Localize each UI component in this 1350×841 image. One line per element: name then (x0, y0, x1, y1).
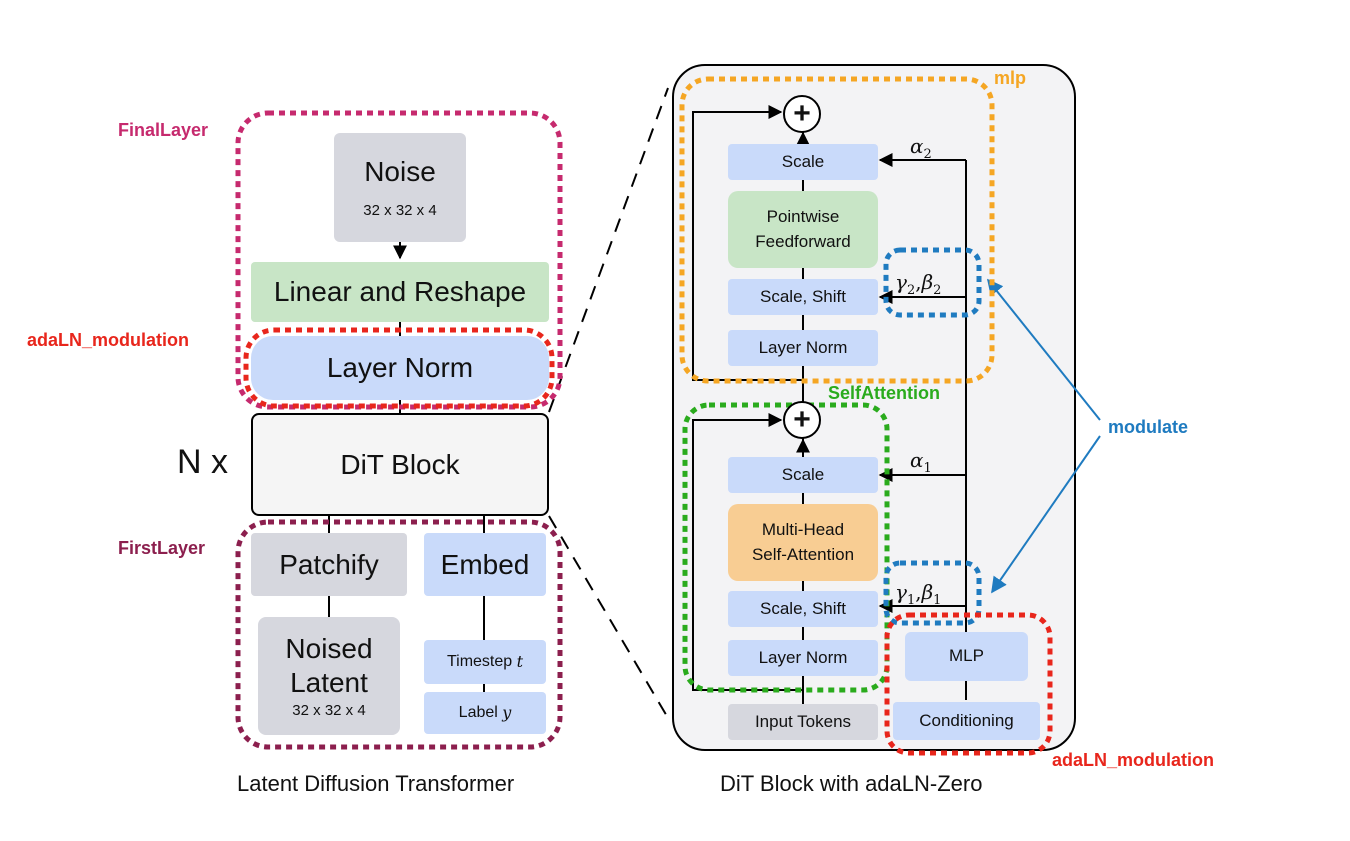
alpha2-label: α2 (910, 134, 932, 162)
modulate-arrow (991, 435, 1101, 594)
final-layer-region (235, 110, 563, 410)
timestep-text: Timestep (446, 653, 513, 671)
alpha2-sub: 2 (923, 147, 932, 162)
layer-norm-box: Layer Norm (251, 336, 549, 400)
adaln-label-right: adaLN_modulation (1052, 750, 1215, 770)
conditioning-box: Conditioning (893, 702, 1040, 740)
mlp-label: mlp (994, 68, 1027, 88)
gb2-region (883, 247, 982, 318)
latent-dims: 32 x 32 x 4 (292, 701, 366, 719)
feedforward-text: Feedforward (755, 231, 851, 251)
beta2-sub: 2 (933, 283, 942, 298)
noised-latent-box: Noised Latent 32 x 32 x 4 (258, 617, 400, 735)
beta1-sub: 1 (933, 593, 942, 608)
plus-circle-bottom: + (783, 401, 821, 439)
pointwise-ff-box: Pointwise Feedforward (728, 191, 878, 268)
alpha2-symbol: α (910, 134, 924, 158)
input-tokens-box: Input Tokens (728, 704, 878, 740)
gamma-beta-1-label: γ1,β1 (895, 580, 942, 608)
first-layer-region (235, 519, 563, 750)
timestep-var: t (516, 652, 524, 672)
gamma-beta-2-label: γ2,β2 (895, 270, 942, 298)
noise-box: Noise 32 x 32 x 4 (334, 133, 466, 242)
left-caption: Latent Diffusion Transformer (237, 771, 515, 796)
timestep-box: Timestep t (424, 640, 546, 684)
scale-shift-bottom-box: Scale, Shift (728, 591, 878, 627)
right-caption: DiT Block with adaLN-Zero (720, 771, 983, 796)
mlp-box: MLP (905, 632, 1028, 681)
alpha1-sub: 1 (923, 461, 932, 476)
dit-block-box: DiT Block (251, 413, 549, 516)
adaln-label-left: adaLN_modulation (27, 330, 190, 350)
multi-head-text: Multi-Head (761, 520, 845, 540)
zoom-line (548, 515, 669, 719)
linear-reshape-box: Linear and Reshape (251, 262, 549, 322)
modulate-label: modulate (1108, 417, 1189, 437)
n-x-label: N x (177, 443, 228, 481)
alpha1-symbol: α (910, 448, 924, 472)
gamma1-sub: 1 (906, 593, 916, 608)
layer-norm-bottom-box: Layer Norm (728, 640, 878, 676)
embed-box: Embed (424, 533, 546, 596)
latent-text: Latent (290, 667, 368, 698)
plus-circle-top: + (783, 95, 821, 133)
gamma1-symbol: γ (895, 580, 907, 604)
self-attention-text: Self-Attention (751, 544, 855, 564)
label-text: Label (458, 704, 498, 722)
gamma2-sub: 2 (906, 283, 916, 298)
noise-text: Noise (364, 155, 436, 187)
multi-head-attention-box: Multi-Head Self-Attention (728, 504, 878, 581)
noised-text: Noised (285, 633, 373, 665)
adaln-region-left (243, 327, 555, 409)
gamma2-symbol: γ (895, 270, 907, 294)
modulate-arrow (987, 278, 1101, 421)
adaln-region-right (884, 612, 1053, 756)
self-attention-label: SelfAttention (828, 383, 940, 403)
label-var: y (502, 703, 512, 723)
zoom-line (548, 87, 669, 413)
layer-norm-top-box: Layer Norm (728, 330, 878, 366)
scale-top-box: Scale (728, 144, 878, 180)
gb1-region (883, 560, 982, 626)
residual-bottom (692, 413, 803, 691)
label-box: Label y (424, 692, 546, 734)
beta2-symbol: β (921, 270, 934, 294)
patchify-box: Patchify (251, 533, 407, 596)
pointwise-text: Pointwise (766, 207, 840, 227)
alpha1-label: α1 (910, 448, 932, 476)
mlp-region (679, 76, 995, 384)
beta1-symbol: β (921, 580, 934, 604)
final-layer-label: FinalLayer (118, 120, 209, 140)
scale-bottom-box: Scale (728, 457, 878, 493)
first-layer-label: FirstLayer (118, 538, 206, 558)
scale-shift-top-box: Scale, Shift (728, 279, 878, 315)
noise-dims: 32 x 32 x 4 (363, 202, 437, 220)
self-attention-region (682, 402, 890, 693)
